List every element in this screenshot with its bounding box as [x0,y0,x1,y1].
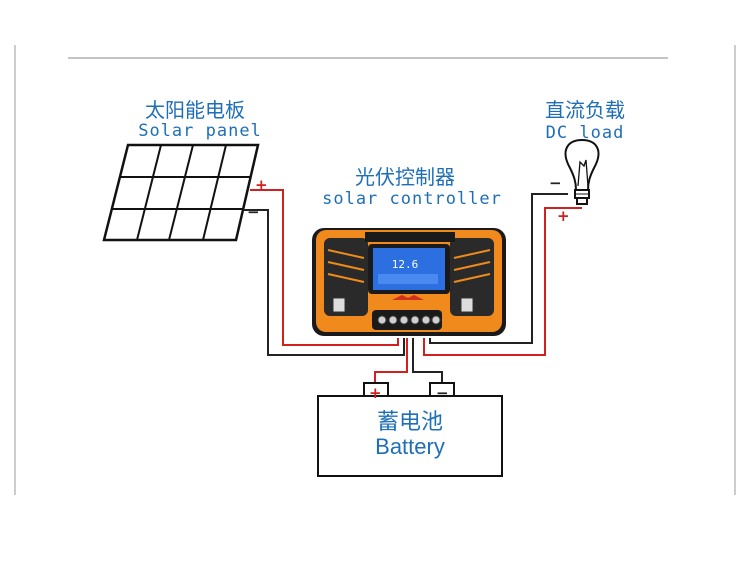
load-label-en: DC load [545,123,625,143]
solar-panel-icon [102,143,260,242]
load-negative-sign: − [549,174,562,192]
solar-positive-sign: + [255,176,268,194]
load-negative-wire [429,193,568,344]
battery-positive-sign: + [369,384,382,402]
battery-label-cn: 蓄电池 [376,410,443,435]
controller-label-en: solar controller [322,189,502,209]
load-positive-wire [423,207,582,356]
battery-label-en: Battery [375,434,445,459]
load-positive-sign: + [557,207,570,225]
battery-icon [317,382,503,477]
lcd-readout: 12.6 [392,258,419,271]
solar-negative-sign: − [247,203,260,221]
controller-label-cn: 光伏控制器 [355,165,455,189]
light-bulb-icon [564,138,600,205]
solar-panel-label-cn: 太阳能电板 [145,98,245,122]
solar-controller-icon: 12.6 [312,228,506,336]
load-label-cn: 直流负载 [545,98,625,122]
solar-positive-wire [250,189,399,346]
solar-panel-label-en: Solar panel [138,121,262,141]
battery-negative-sign: − [436,384,449,402]
solar-negative-wire [243,209,405,356]
